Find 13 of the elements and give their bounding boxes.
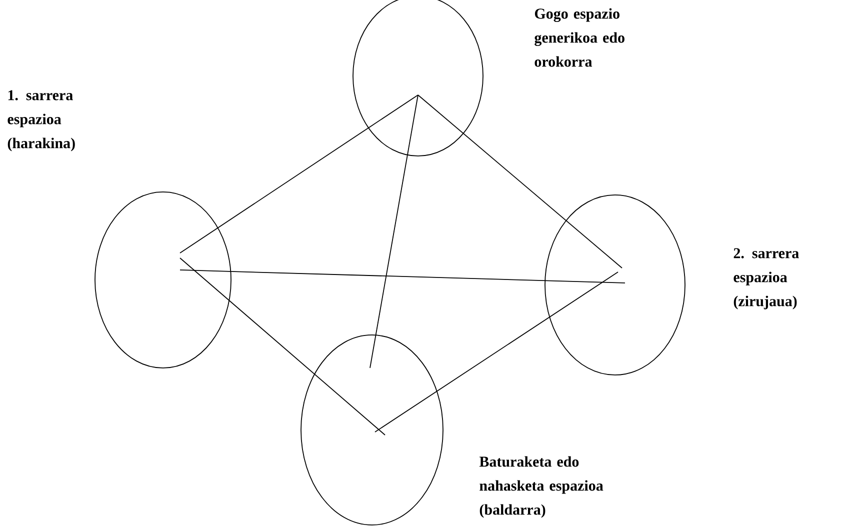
line [180, 94, 418, 254]
ellipse [300, 334, 444, 526]
line [374, 272, 618, 432]
ellipse-caption: 2. sarrera espazioa (zirujaua) [734, 248, 799, 310]
line [180, 258, 386, 436]
ellipse-caption: 1. sarrera espazioa (harakina) [8, 90, 75, 152]
line [370, 94, 418, 368]
line [180, 270, 626, 284]
ellipse-caption: Gogo espazio generikoa edo orokorra [534, 8, 624, 67]
line [418, 94, 622, 268]
ellipse-caption: Baturaketa edo nahasketa espazioa (baldarra) [479, 456, 604, 518]
ellipse [94, 192, 232, 368]
ellipse [544, 194, 686, 376]
